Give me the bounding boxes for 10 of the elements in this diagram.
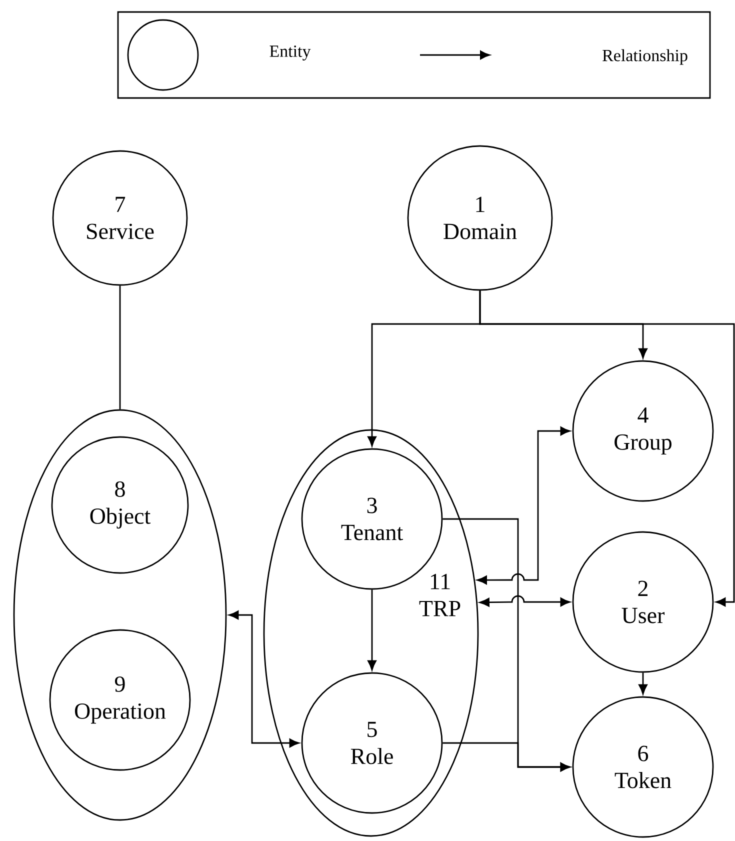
arrow xyxy=(479,595,570,607)
arrow xyxy=(479,290,735,606)
arrow xyxy=(476,426,570,584)
arrow xyxy=(638,672,648,694)
arrow xyxy=(368,590,376,670)
group-ellipse xyxy=(13,409,227,821)
legend-label: Relationship xyxy=(602,49,688,65)
arrow xyxy=(442,742,570,772)
arrow xyxy=(228,610,300,748)
legend-label: Entity xyxy=(270,46,311,60)
